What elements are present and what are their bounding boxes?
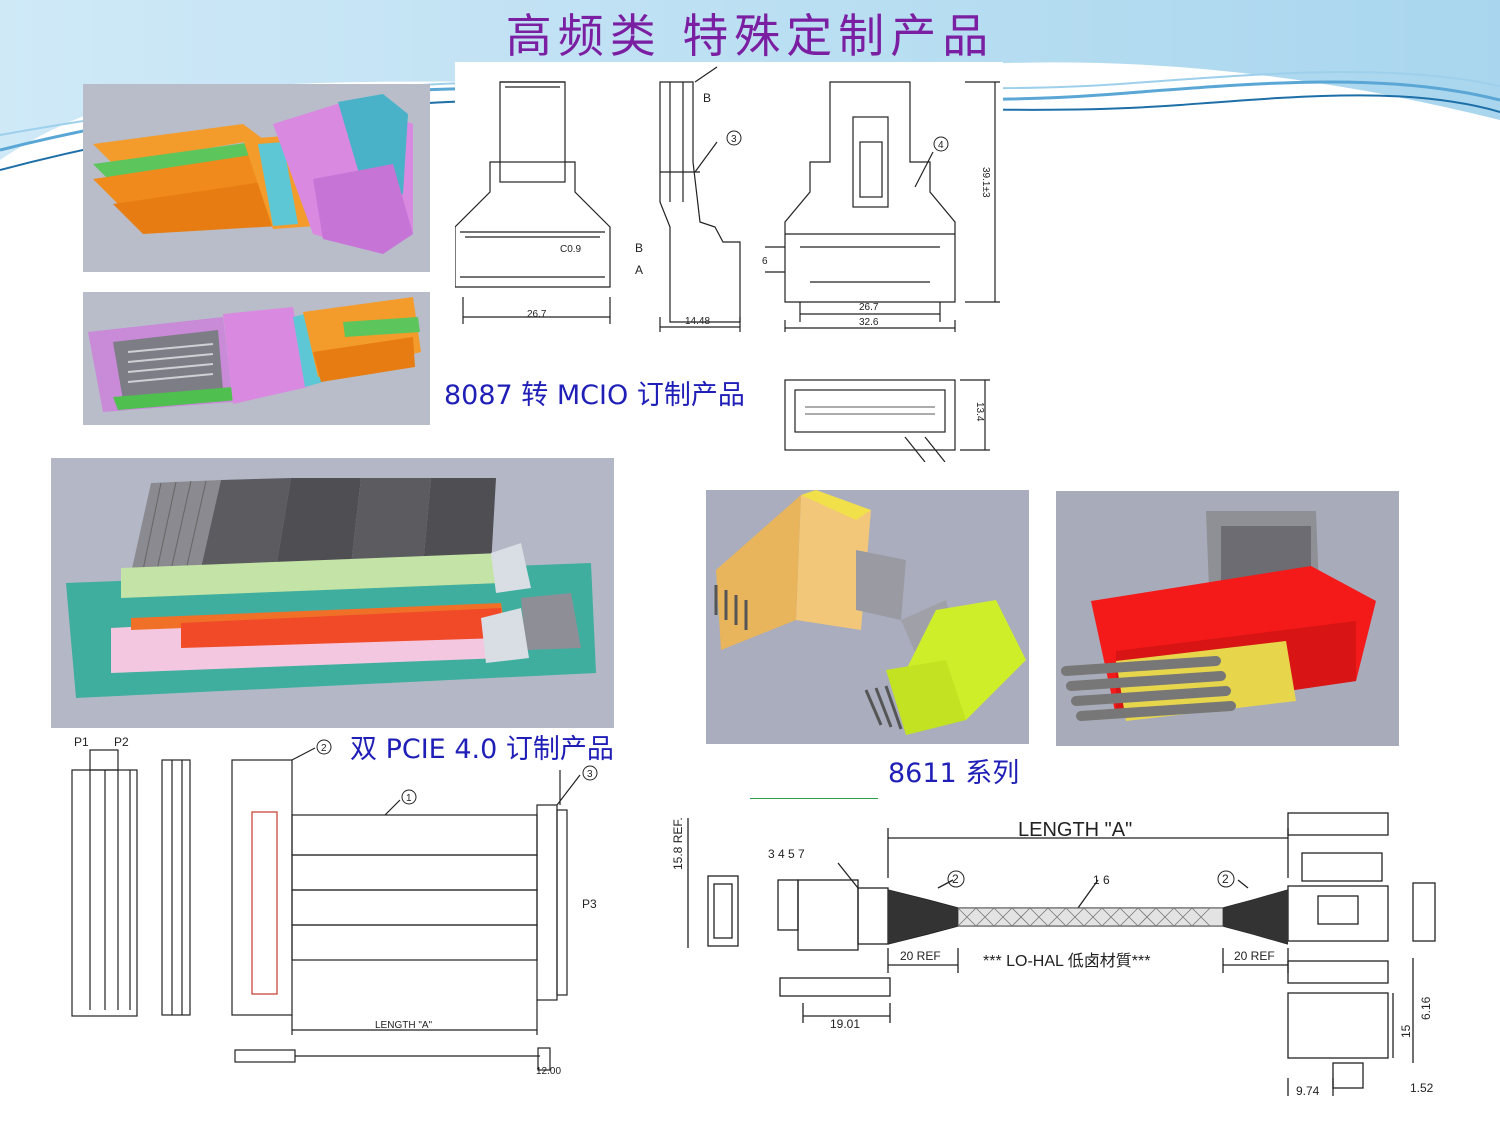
dim-32-6: 32.6 [859,317,879,328]
8611-material-note: *** LO-HAL 低卤材質*** [983,952,1150,970]
8611-ref-20b: 20 REF [1234,949,1275,963]
callout-4-label: 4 [938,140,944,151]
render-8611-red [1056,491,1399,746]
dim-13-4: 13.4 [974,402,985,422]
8611-callouts-left: 3 4 5 7 [768,847,805,861]
pcie-dim-12: 12.00 [536,1066,561,1077]
render-dual-pcie [51,458,614,728]
8611-technical-drawing: LENGTH "A" 3 4 5 7 2 1 6 2 20 REF 20 REF… [668,798,1446,1096]
dim-39: 39.1±3 [980,167,991,198]
8611-length-label: LENGTH "A" [1018,819,1132,841]
dim-6: 6 [762,256,768,267]
pcie-callout-2: 2 [321,743,327,754]
chamfer-label: C0.9 [560,244,582,255]
callout-3-label: 3 [731,134,737,145]
section-b-top: B [703,91,711,105]
8611-callout-2a: 2 [952,872,959,886]
pcie-render-image [51,458,614,728]
connector-render-image [83,84,430,272]
section-a-label: A [635,263,643,277]
8611-dim-15: 15 [1399,1024,1413,1038]
render-8087-connector-top [83,84,430,272]
caption-pcie-product: 双 PCIE 4.0 订制产品 [350,734,614,765]
mcio-technical-drawing: 3 4 26.7 14.48 26.7 32.6 C0.9 B B A 6 39… [455,62,1003,462]
8611-dim-15-8: 15.8 REF. [671,817,685,870]
8611-dim-6-16: 6.16 [1419,996,1433,1020]
render-8611-yellow [706,490,1029,744]
dim-26-7-rear: 26.7 [859,302,879,313]
pcie-technical-drawing: 1 2 3 P1 P2 P3 LENGTH "A" 12.00 [60,730,600,1092]
8611-render-image [706,490,1029,744]
8611-dim-19: 19.01 [830,1017,860,1031]
pcie-p3-label: P3 [582,897,597,911]
dim-26-7-front: 26.7 [527,309,547,320]
8611-red-render-image [1056,491,1399,746]
pcie-callout-3: 3 [587,769,593,780]
8611-callout-2b: 2 [1222,872,1229,886]
page-title: 高频类 特殊定制产品 [505,9,995,63]
caption-mcio-product: 8087 转 MCIO 订制产品 [444,380,745,411]
pcie-callout-1: 1 [406,793,412,804]
8611-callout-16: 1 6 [1093,873,1110,887]
render-8087-connector-bottom [83,292,430,425]
caption-8611-series: 8611 系列 [888,758,1020,789]
8611-ref-20a: 20 REF [900,949,941,963]
connector-render-image-2 [83,292,430,425]
8611-dim-9-74: 9.74 [1296,1084,1320,1096]
pcie-length-label: LENGTH "A" [375,1020,433,1031]
pcie-p1-label: P1 [74,735,89,749]
section-b-label: B [635,241,643,255]
dim-14-48: 14.48 [685,316,710,327]
8611-dim-1-52: 1.52 [1410,1081,1434,1095]
pcie-p2-label: P2 [114,735,129,749]
